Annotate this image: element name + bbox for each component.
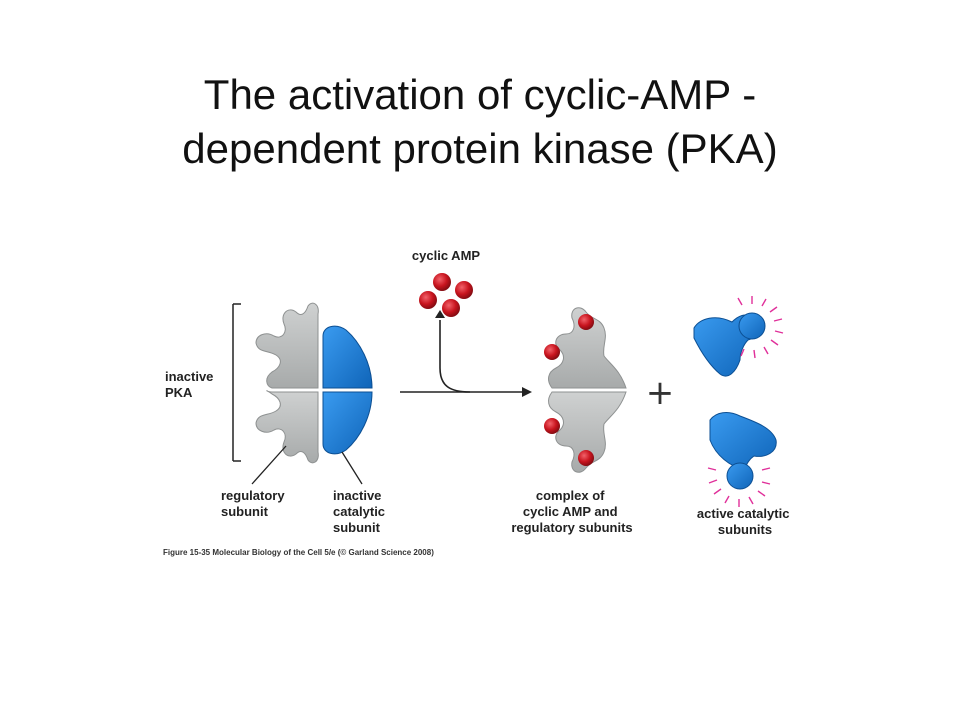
inactive-catalytic-subunit-upper bbox=[322, 325, 373, 389]
inactive-catalytic-subunit-lower bbox=[322, 391, 373, 455]
bound-camp-molecule bbox=[544, 344, 560, 360]
active-catalytic-subunit-upper bbox=[693, 296, 784, 377]
cyclic-amp-label: cyclic AMP bbox=[412, 248, 480, 263]
bound-camp-molecules bbox=[544, 314, 594, 466]
activation-arrowhead bbox=[522, 387, 532, 397]
inactive-catalytic-label: inactive catalytic subunit bbox=[333, 488, 389, 535]
active-catalytic-label: active catalytic subunits bbox=[697, 506, 793, 537]
camp-binding-arrow-curve bbox=[439, 320, 471, 393]
camp-molecule bbox=[433, 273, 451, 291]
bound-camp-molecule bbox=[578, 314, 594, 330]
catalytic-leader-line bbox=[341, 451, 363, 485]
figure-caption: Figure 15-35 Molecular Biology of the Ce… bbox=[163, 548, 434, 557]
complex-label: complex of cyclic AMP and regulatory sub… bbox=[511, 488, 632, 535]
regulatory-subunit-upper bbox=[255, 302, 319, 389]
bound-camp-molecule bbox=[578, 450, 594, 466]
camp-molecule bbox=[455, 281, 473, 299]
activity-burst-lower bbox=[707, 467, 771, 507]
active-catalytic-subunit-lower bbox=[707, 412, 777, 507]
complex-regulatory-lower bbox=[548, 391, 627, 473]
cyclic-amp-molecules bbox=[419, 273, 473, 317]
inactive-pka-bracket bbox=[232, 303, 241, 462]
regulatory-leader-line bbox=[251, 445, 287, 485]
plus-sign: + bbox=[646, 373, 675, 413]
complex-regulatory-upper bbox=[548, 307, 627, 389]
camp-molecule bbox=[442, 299, 460, 317]
camp-molecule bbox=[419, 291, 437, 309]
regulatory-subunit-label: regulatory subunit bbox=[221, 488, 288, 519]
regulatory-subunit-lower bbox=[255, 390, 319, 464]
slide-title: The activation of cyclic-AMP - dependent… bbox=[0, 68, 960, 176]
title-line-1: The activation of cyclic-AMP - bbox=[203, 71, 757, 118]
camp-arrowhead bbox=[435, 310, 445, 318]
activity-burst-upper bbox=[737, 296, 784, 359]
inactive-pka-label: inactive PKA bbox=[165, 369, 217, 400]
bound-camp-molecule bbox=[544, 418, 560, 434]
title-line-2: dependent protein kinase (PKA) bbox=[182, 125, 778, 172]
